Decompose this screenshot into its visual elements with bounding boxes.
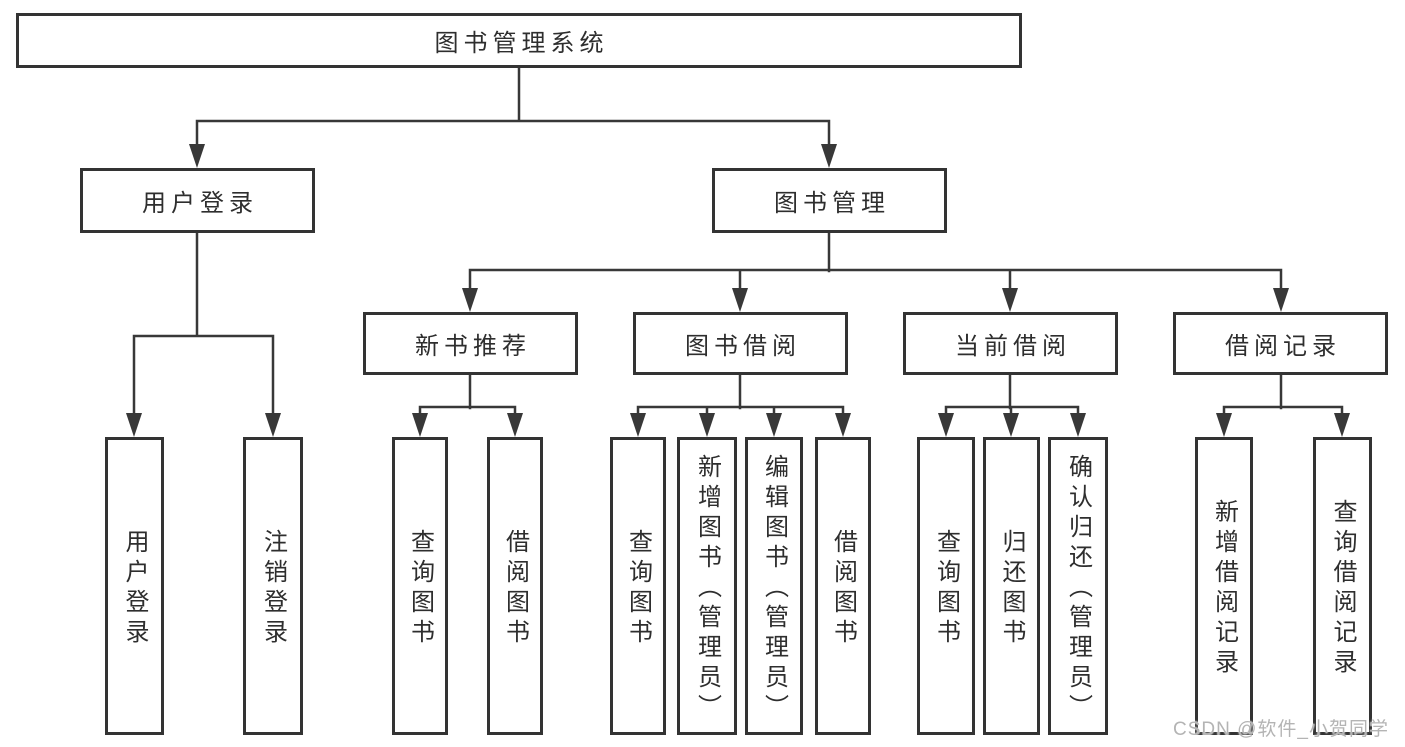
leaf-label: 借阅图书 [829,529,857,649]
leaf-label: 查询借阅记录 [1329,499,1356,679]
leaf-query-books-current: 查询图书 [917,437,975,735]
leaf-query-books-recommend: 查询图书 [392,437,448,735]
leaf-logout: 注销登录 [243,437,303,735]
leaf-label: 新增借阅记录 [1210,499,1238,679]
watermark-text: CSDN @软件_小贺同学 [1173,719,1389,740]
leaf-borrow-books: 借阅图书 [815,437,871,735]
leaf-query-borrow-record: 查询借阅记录 [1313,437,1372,735]
leaf-query-books-borrow: 查询图书 [610,437,666,735]
leaf-label: 确认归还（管理员） [1064,454,1092,724]
leaf-label: 查询图书 [406,529,434,649]
connector-stems [132,64,1344,419]
leaf-add-borrow-record: 新增借阅记录 [1195,437,1253,735]
leaf-edit-book-admin: 编辑图书（管理员） [745,437,803,735]
node-library-system: 图书管理系统 [16,13,1022,68]
leaf-label: 借阅图书 [501,529,529,649]
leaf-label: 用户登录 [121,529,148,649]
leaf-borrow-books-recommend: 借阅图书 [487,437,543,735]
node-user-login: 用户登录 [80,168,315,233]
leaf-confirm-return-admin: 确认归还（管理员） [1048,437,1108,735]
leaf-label: 查询图书 [932,529,960,649]
node-book-management: 图书管理 [712,168,947,233]
leaf-return-book: 归还图书 [983,437,1040,735]
leaf-label: 新增图书（管理员） [693,454,721,724]
node-current-borrow: 当前借阅 [903,312,1118,375]
node-borrow-records: 借阅记录 [1173,312,1388,375]
node-book-borrow: 图书借阅 [633,312,848,375]
leaf-label: 注销登录 [259,529,287,649]
leaf-label: 编辑图书（管理员） [760,454,788,724]
leaf-user-login: 用户登录 [105,437,164,735]
node-new-book-recommend: 新书推荐 [363,312,578,375]
connector-arrowheads [126,144,1350,437]
leaf-label: 查询图书 [624,529,652,649]
leaf-label: 归还图书 [998,529,1025,649]
leaf-add-book-admin: 新增图书（管理员） [677,437,737,735]
